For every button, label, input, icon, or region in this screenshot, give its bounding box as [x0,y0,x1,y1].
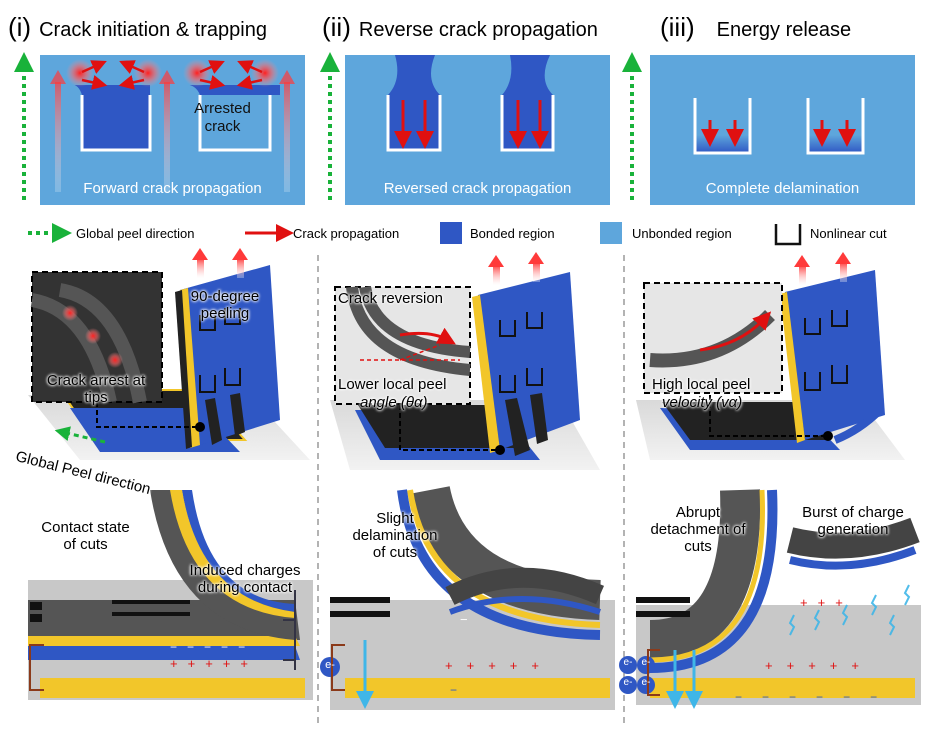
plus-sign: + [851,658,873,673]
plus-sign: + [835,595,853,610]
electron-iii-1: e- [623,657,633,668]
section-title-i: (i) Crack initiation & trapping [8,12,267,43]
legend-unbonded: Unbonded region [632,226,732,241]
label-crack-reversion: Crack reversion [338,290,444,307]
legend-nonlinear-cut: Nonlinear cut [810,226,887,241]
section-numeral-iii: (iii) [660,12,695,42]
minus-bottom-iii: −−−−−− [735,690,897,704]
label-velocity: velocity (vα) [662,394,743,411]
label-slight-delamination: Slight delamination of cuts [352,510,438,561]
minus-sign: − [762,690,790,704]
panel-label-reversed: Reversed crack propagation [383,180,572,197]
legend-bonded: Bonded region [470,226,555,241]
legend-cut-icon [774,224,802,246]
plus-sign: + [509,658,532,673]
label-90-degree-peeling: 90-degree peeling [190,288,260,322]
plus-charges-iii: +++++ [765,658,873,673]
minus-sign: − [870,690,898,704]
contact-scene-i [28,490,313,700]
plus-sign: + [170,656,188,671]
plus-sign: + [765,658,787,673]
plus-sign: + [187,656,206,671]
label-lower-local-peel: Lower local peel [338,376,447,393]
panel-reversed-crack [345,55,610,205]
plus-sign: + [205,656,223,671]
minus-charges-ii: − [460,612,468,627]
minus-sign: − [735,690,763,704]
panel-label-forward: Forward crack propagation [83,180,262,197]
electron-iii-2: e- [641,657,651,668]
panel-label-delamination: Complete delamination [705,180,860,197]
plus-sign: + [786,658,809,673]
section-title-text-i: Crack initiation & trapping [39,19,267,41]
legend-bonded-swatch [440,222,462,244]
label-angle: angle (θα) [360,394,428,411]
section-numeral-i: (i) [8,12,32,42]
electron-iii-4: e- [641,677,651,688]
label-burst-charge: Burst of charge generation [802,504,904,538]
plus-sign: + [531,658,553,673]
section-numeral-ii: (ii) [322,12,351,42]
legend-crack-propagation: Crack propagation [293,226,400,241]
plus-sign: + [466,658,489,673]
minus-sign: − [187,640,205,654]
peel-scene-ii [330,252,600,470]
section-title-text-ii: Reverse crack propagation [358,19,598,41]
legend-global-peel: Global peel direction [76,226,195,241]
minus-sign: − [843,690,871,704]
minus-bottom-ii: − [450,683,458,697]
plus-sign: + [817,595,836,610]
minus-sign: − [789,690,817,704]
panel-complete-delamination [650,55,915,205]
plus-charges-iii-flap: +++ [800,595,853,610]
panel-forward-crack [40,55,305,205]
minus-sign: − [204,640,222,654]
plus-sign: + [240,656,258,671]
plus-sign: + [800,595,818,610]
minus-sign: − [238,640,256,654]
plus-charges-ii: +++++ [445,658,553,673]
label-high-local-peel: High local peel [652,376,751,393]
plus-sign: + [808,658,830,673]
minus-sign: − [170,640,188,654]
label-induced-charges: Induced charges during contact [189,562,301,596]
plus-sign: + [829,658,852,673]
section-title-iii: (iii) Energy release [660,12,851,43]
section-title-text-iii: Energy release [716,19,852,41]
minus-sign: − [460,612,468,627]
label-contact-state: Contact state of cuts [41,519,130,553]
minus-sign: − [221,640,239,654]
label-abrupt-detachment: Abrupt detachment of cuts [650,504,746,555]
minus-sign: − [816,690,844,704]
electron-ii: e- [325,659,335,671]
plus-charges-i: +++++ [170,656,258,671]
contact-scene-ii [320,485,615,710]
section-title-ii: (ii) Reverse crack propagation [322,12,598,43]
label-crack-arrest: Crack arrest at tips [46,372,146,406]
minus-charges-i: −−−−− [170,640,255,654]
peel-scene-iii [636,252,905,460]
plus-sign: + [488,658,510,673]
plus-sign: + [222,656,241,671]
electron-iii-3: e- [623,677,633,688]
contact-scene-iii [619,489,921,709]
plus-sign: + [445,658,467,673]
peel-scene-i [28,248,310,460]
arrested-crack-label: Arrested crack [194,100,251,135]
legend-unbonded-swatch [600,222,622,244]
